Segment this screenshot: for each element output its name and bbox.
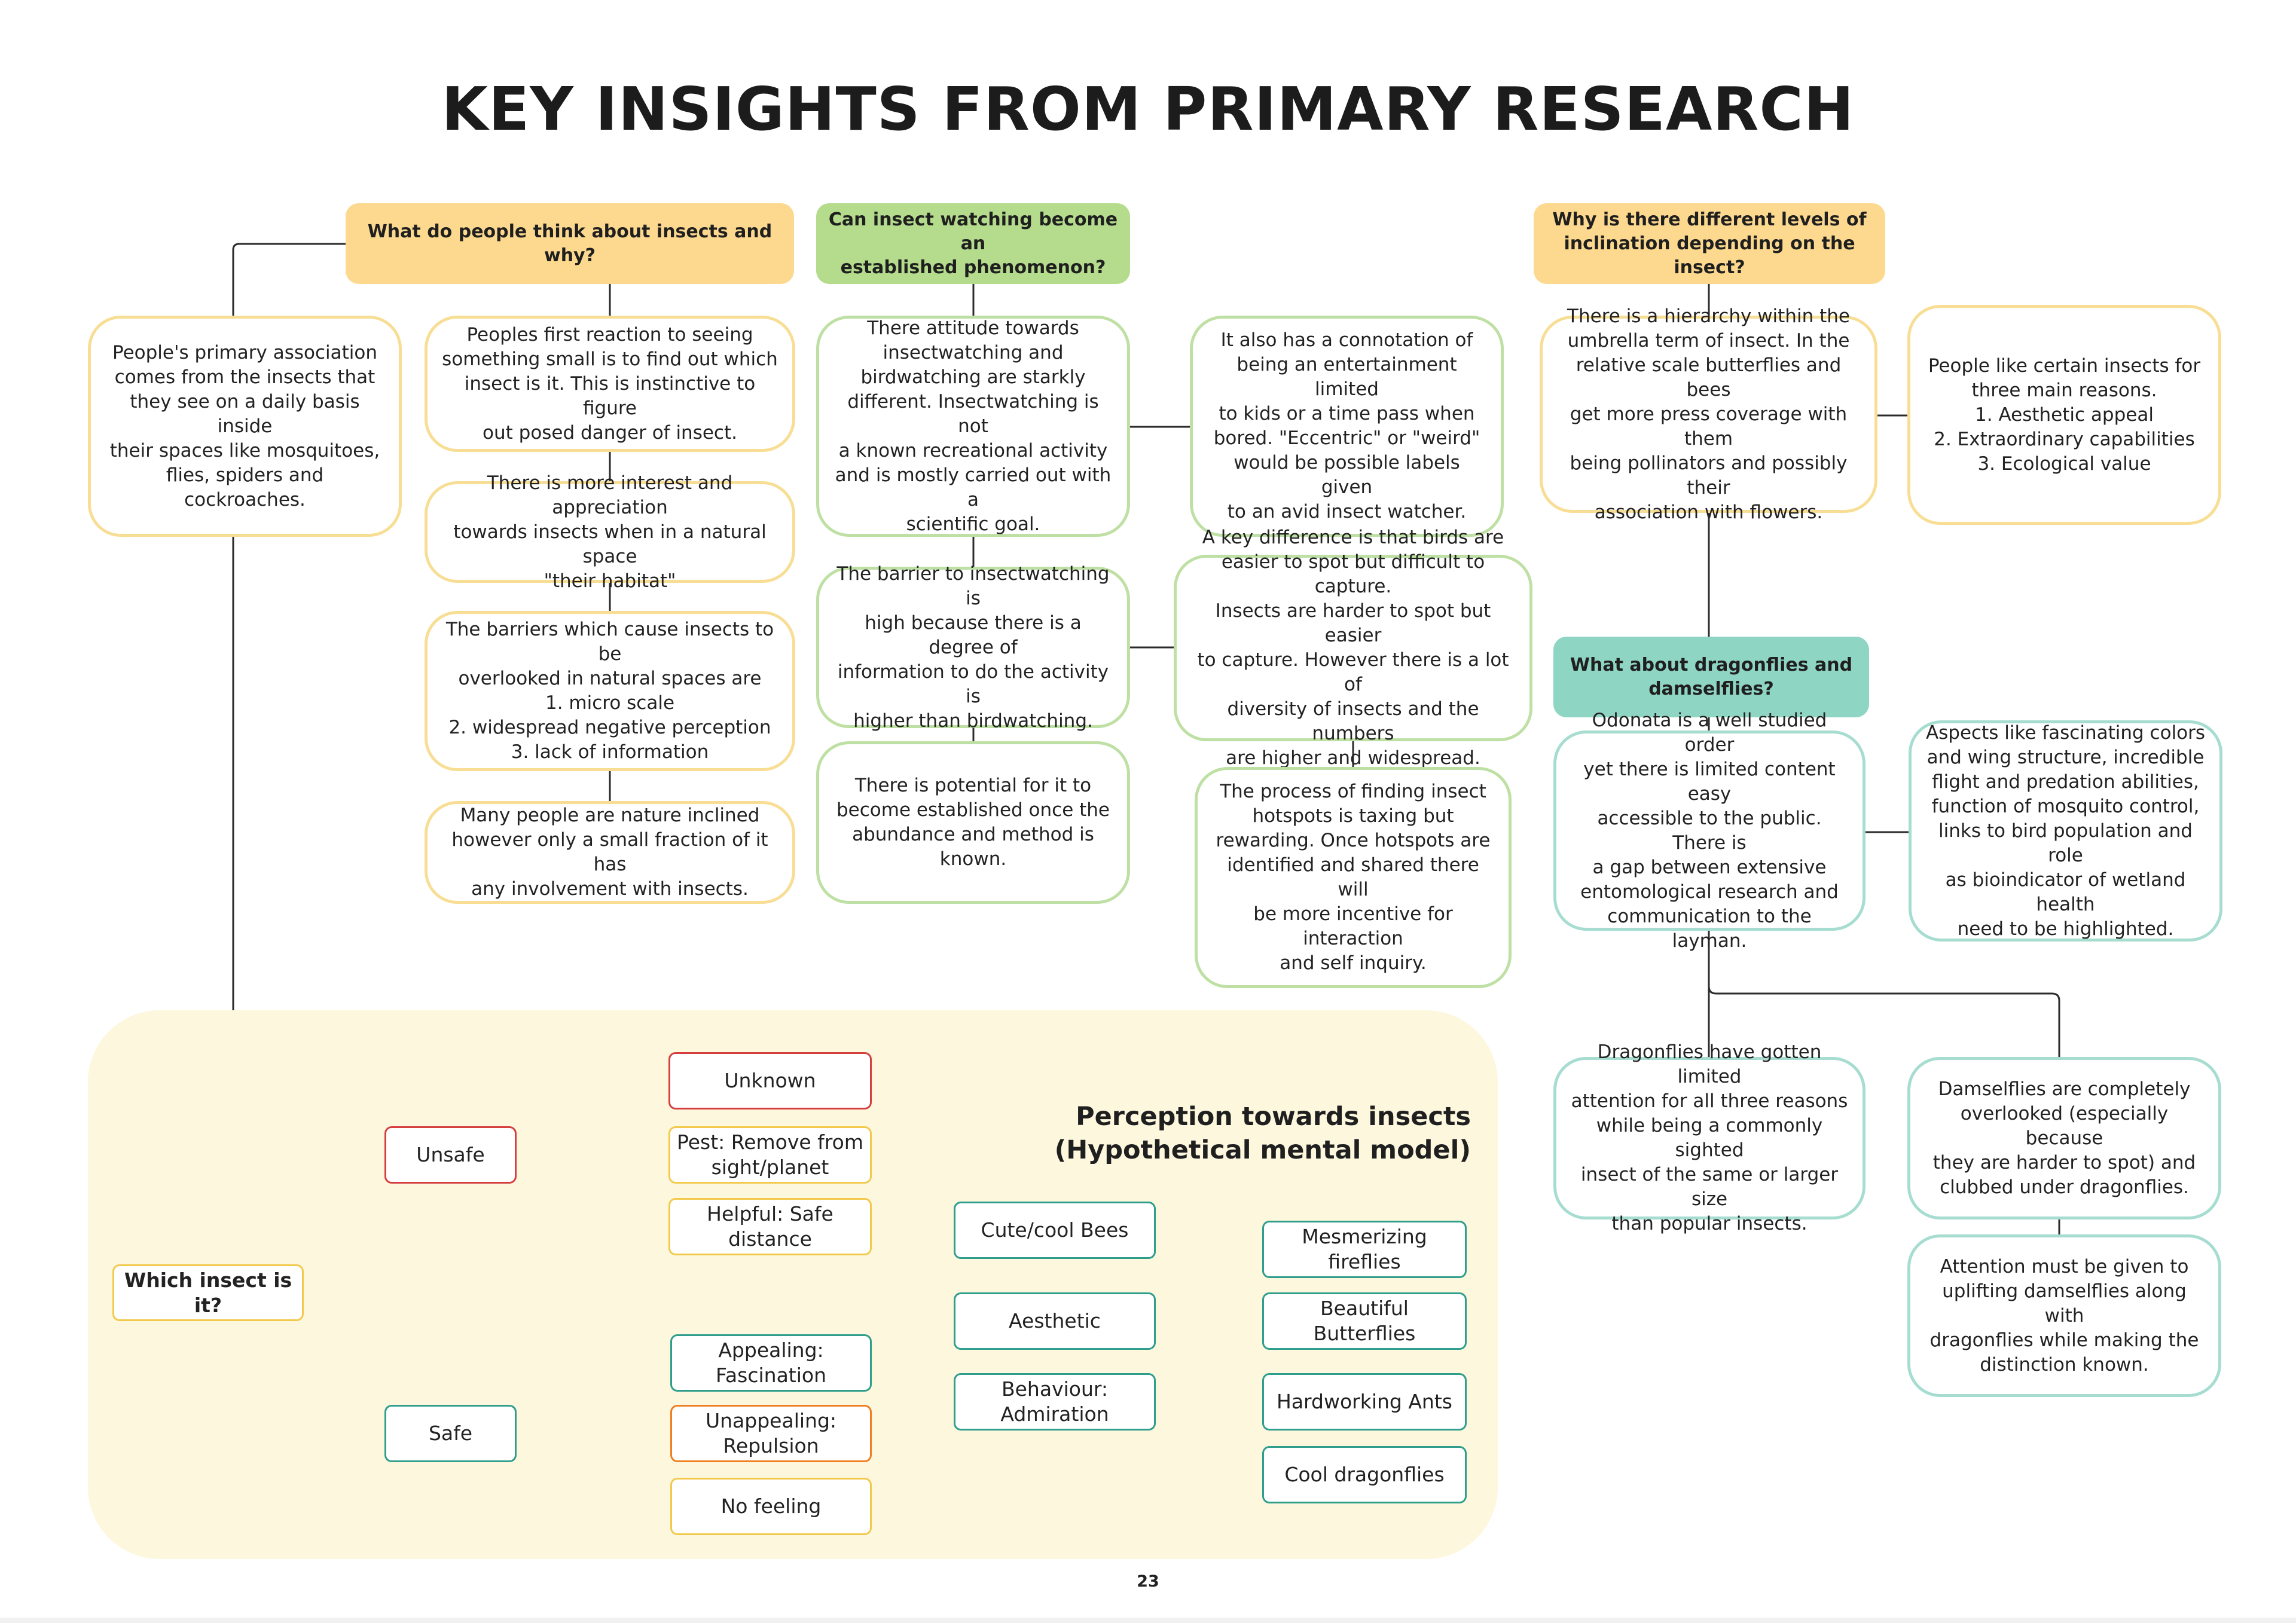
- node-helpful: Helpful: Safe distance: [668, 1198, 872, 1255]
- node-appealing: Appealing: Fascination: [670, 1334, 872, 1392]
- node-cute-bees: Cute/cool Bees: [954, 1202, 1156, 1259]
- node-unknown: Unknown: [668, 1052, 872, 1109]
- card-more-interest: There is more interest and appreciation …: [425, 472, 795, 592]
- card-damselflies-overlooked: Damselflies are completely overlooked (e…: [1907, 1057, 2221, 1219]
- card-nature-inclined: Many people are nature inclined however …: [425, 801, 795, 904]
- page-title: KEY INSIGHTS FROM PRIMARY RESEARCH: [441, 74, 1855, 144]
- header-insect-watching: Can insect watching become an establishe…: [816, 203, 1130, 284]
- page-number: 23: [1137, 1572, 1159, 1591]
- node-pest: Pest: Remove from sight/planet: [668, 1126, 872, 1184]
- card-barrier-high: The barrier to insectwatching is high be…: [816, 563, 1130, 732]
- card-hotspots: The process of finding insect hotspots i…: [1195, 767, 1512, 988]
- bottom-divider: [0, 1618, 2296, 1623]
- card-three-reasons: People like certain insects for three ma…: [1907, 305, 2221, 525]
- card-attitude: There attitude towards insectwatching an…: [816, 316, 1130, 537]
- card-attention-damselflies: Attention must be given to uplifting dam…: [1907, 1234, 2221, 1397]
- node-aesthetic: Aesthetic: [954, 1292, 1156, 1350]
- card-potential: There is potential for it to become esta…: [816, 741, 1130, 904]
- node-behaviour: Behaviour: Admiration: [954, 1373, 1156, 1431]
- card-hierarchy: There is a hierarchy within the umbrella…: [1540, 305, 1877, 523]
- card-key-difference: A key difference is that birds are easie…: [1174, 527, 1532, 769]
- card-dragonflies-attention: Dragonflies have gotten limited attentio…: [1553, 1041, 1866, 1234]
- node-which-insect: Which insect is it?: [112, 1264, 304, 1321]
- node-butterflies: Beautiful Butterflies: [1262, 1292, 1467, 1350]
- node-unsafe: Unsafe: [384, 1126, 517, 1184]
- node-safe: Safe: [384, 1405, 517, 1462]
- card-barriers-overlooked: The barriers which cause insects to be o…: [425, 611, 795, 771]
- header-dragonflies: What about dragonflies and damselflies?: [1553, 637, 1869, 717]
- card-aspects: Aspects like fascinating colors and wing…: [1909, 720, 2222, 942]
- card-primary-association: People's primary association comes from …: [88, 316, 402, 537]
- node-ants: Hardworking Ants: [1262, 1373, 1467, 1431]
- header-inclination: Why is there different levels of inclina…: [1534, 203, 1885, 284]
- node-fireflies: Mesmerizing fireflies: [1262, 1221, 1467, 1278]
- card-odonata: Odonata is a well studied order yet ther…: [1553, 710, 1866, 952]
- card-connotation: It also has a connotation of being an en…: [1190, 316, 1504, 537]
- node-unappealing: Unappealing: Repulsion: [670, 1405, 872, 1462]
- node-no-feeling: No feeling: [670, 1478, 872, 1535]
- header-people-think: What do people think about insects and w…: [346, 203, 794, 284]
- card-first-reaction: Peoples first reaction to seeing somethi…: [425, 316, 795, 452]
- mental-model-title: Perception towards insects (Hypothetical…: [1054, 1102, 1471, 1165]
- node-dragonflies: Cool dragonflies: [1262, 1446, 1467, 1503]
